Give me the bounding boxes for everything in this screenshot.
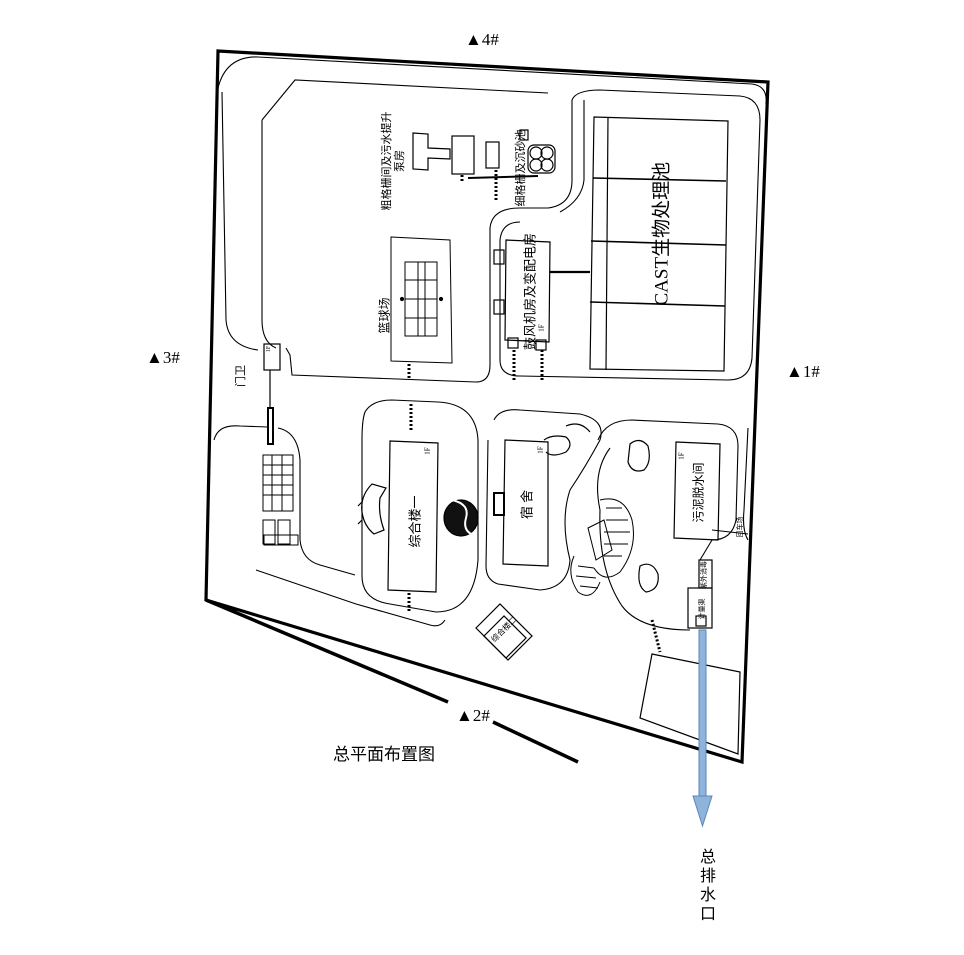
side-road-label: 回车场 <box>736 516 744 538</box>
parking-area <box>262 454 299 546</box>
site-boundary <box>204 49 770 765</box>
marker-1: ▲1# <box>786 362 820 381</box>
floor-tag-complex: 1F <box>423 447 432 455</box>
screen-pump-house <box>412 129 556 179</box>
screen-pump-label: 粗格栅间及污水提升泵房 <box>381 111 406 211</box>
pipelines <box>407 170 662 653</box>
uv-disinfection <box>687 559 713 629</box>
floor-tag-sludge: 1F <box>677 452 686 460</box>
basketball-court-label: 篮球场 <box>377 297 392 334</box>
cast-tank-label: CAST生物处理池 <box>651 161 673 306</box>
dormitory-label: 宿 舍 <box>519 489 535 520</box>
sludge-room-label: 污泥脱水间 <box>691 462 706 523</box>
meter-label: 计量渠 <box>698 598 706 620</box>
dormitory <box>493 423 591 567</box>
marker-4: ▲4# <box>465 30 499 49</box>
marker-2: ▲2# <box>456 706 490 725</box>
map-caption: 总平面布置图 <box>333 745 435 765</box>
roads <box>213 56 767 631</box>
floor-tag-guard: 1F <box>266 345 273 353</box>
cast-tank <box>589 116 729 372</box>
outflow-pond <box>639 653 741 755</box>
sludge-room <box>627 439 721 593</box>
outlet-arrow <box>692 629 713 828</box>
fine-screen-label: 细格栅及沉砂池 <box>515 129 527 207</box>
outlet-label: 总排水口 <box>697 848 716 924</box>
guard-house-label: 门卫 <box>235 365 247 387</box>
floor-tag-dorm: 1F <box>536 446 545 454</box>
south-wall-line-2 <box>492 720 579 764</box>
uv-label: 紫外消毒 <box>700 561 708 589</box>
guard-house <box>263 343 281 445</box>
complex-building-label: 综合楼一 <box>407 495 423 548</box>
marker-3: ▲3# <box>146 348 180 367</box>
basketball-court <box>390 236 453 364</box>
floor-tag-blower: 1F <box>537 324 546 332</box>
landscape-trees <box>570 498 634 596</box>
complex-building <box>357 440 479 593</box>
blower-building-label: 鼓风机房及变配电房 <box>522 233 538 351</box>
south-wall-line <box>205 598 449 704</box>
small-building <box>475 603 533 661</box>
blower-building <box>493 239 590 351</box>
